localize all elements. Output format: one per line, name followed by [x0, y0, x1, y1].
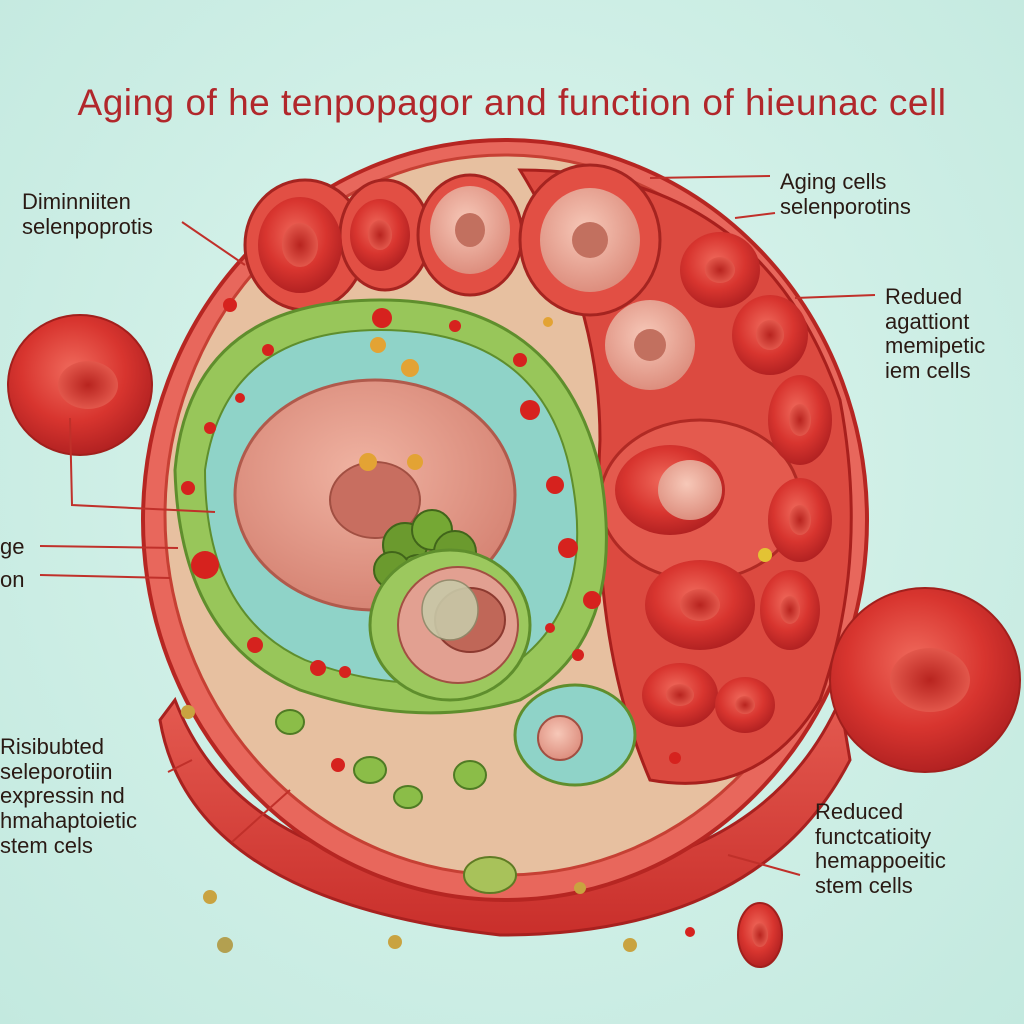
label-left-mid-1: ge — [0, 534, 25, 559]
label-bottom-right: Reduced functcatioity hemappoeitic stem … — [815, 799, 946, 898]
inner-organelle — [368, 548, 532, 702]
label-right-upper: Redued agattiont memipetic iem cells — [885, 284, 986, 383]
label-left-mid-2: on — [0, 567, 25, 592]
red-blood-cells — [258, 186, 832, 733]
external-red-blood-cell-right — [829, 587, 1021, 773]
label-top-left: Diminniiten selenpoprotis — [22, 189, 153, 239]
label-top-right: Aging cells selenporotins — [780, 169, 911, 219]
label-bottom-left: Risibubted seleporotiin expressin nd hma… — [0, 734, 137, 858]
leader-lines — [39, 175, 876, 876]
debris-particles — [181, 705, 695, 953]
external-red-blood-cell-left — [7, 314, 153, 456]
scattered-granules — [181, 298, 772, 772]
diagram-title: Aging of he tenpopagor and function of h… — [77, 82, 947, 123]
external-red-blood-cell-small — [737, 902, 783, 968]
small-green-organelles — [275, 709, 517, 894]
lower-vesicle — [513, 683, 637, 787]
